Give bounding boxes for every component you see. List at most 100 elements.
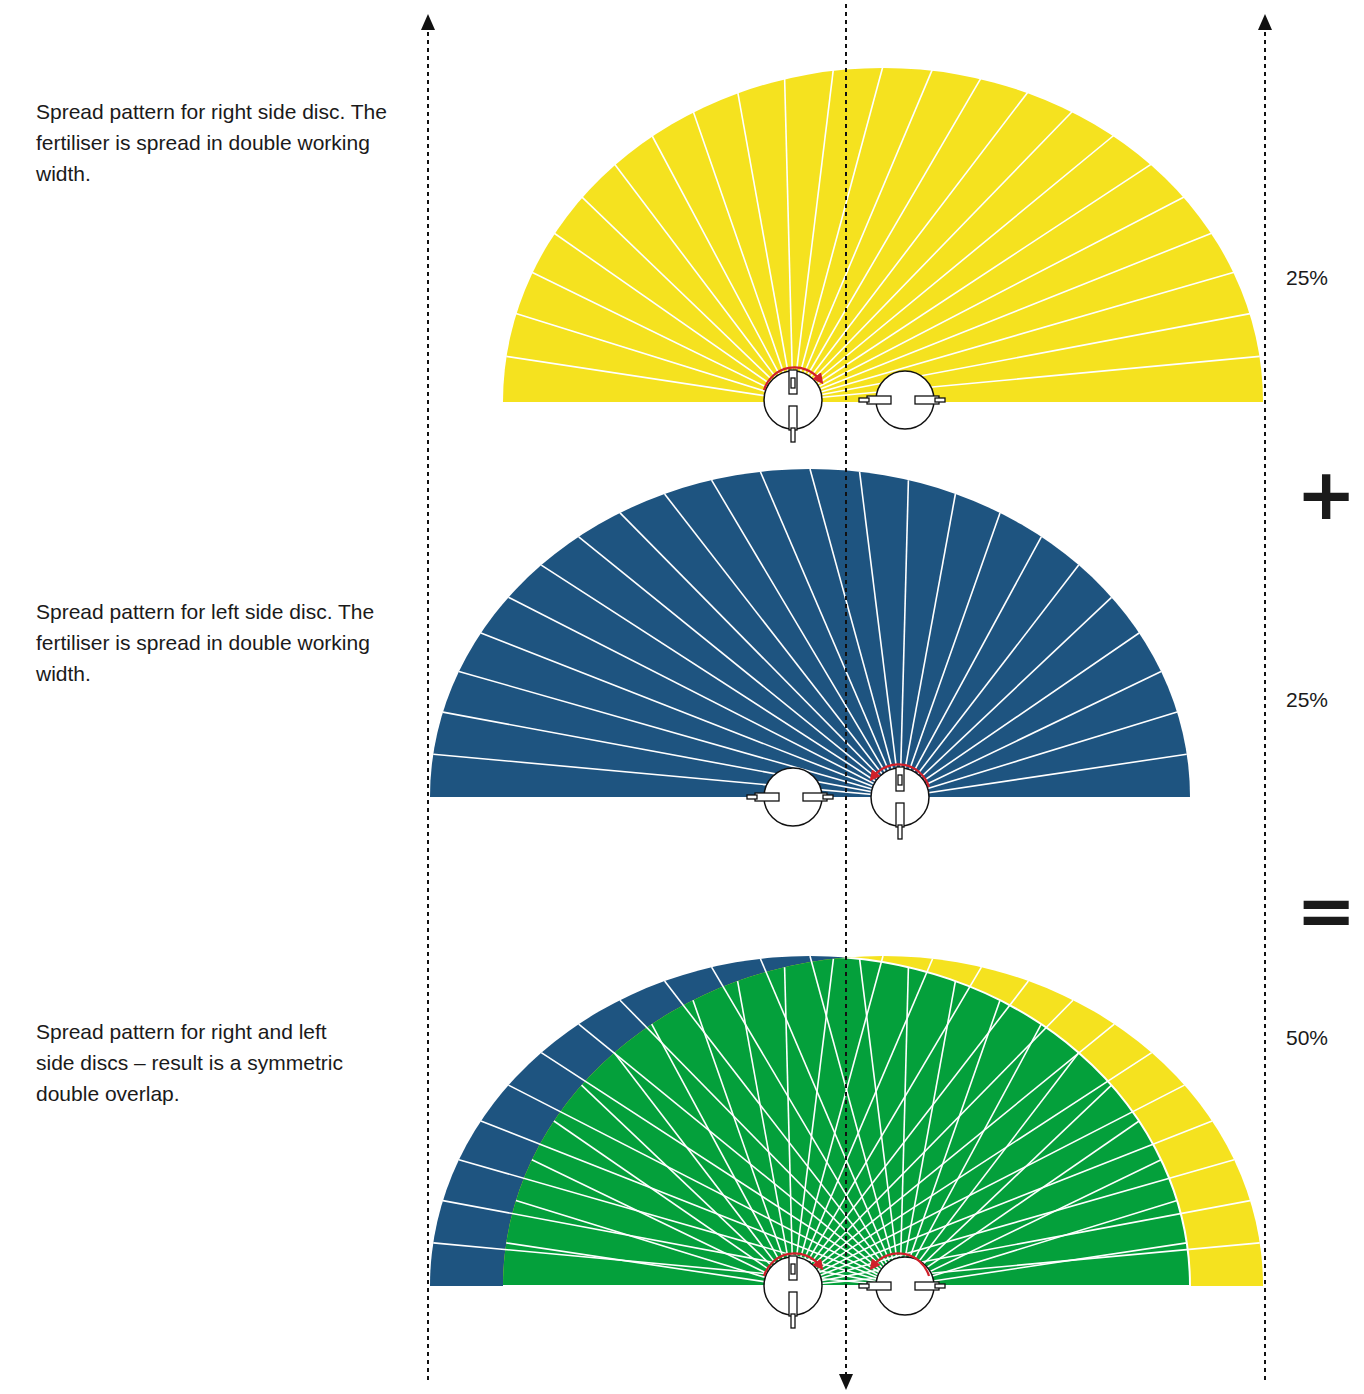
spread-ray: [793, 135, 1114, 400]
vane: [898, 825, 902, 839]
spread-ray: [810, 469, 900, 797]
spread-ray: [620, 513, 900, 797]
vane: [867, 396, 891, 404]
spread-ray: [443, 712, 900, 797]
spread-ray: [693, 1000, 793, 1286]
spinner-disc: [747, 768, 833, 826]
spread-ray: [900, 597, 1112, 797]
spread-ray: [579, 537, 900, 797]
vane: [789, 370, 797, 394]
vane: [789, 1292, 797, 1316]
spread-ray: [620, 1000, 900, 1286]
disc-body: [764, 1257, 822, 1315]
spread-ray: [900, 633, 1139, 797]
spread-ray: [516, 314, 793, 400]
spread-ray: [738, 91, 793, 400]
spread-ray: [693, 111, 793, 400]
spread-ray: [793, 111, 1073, 400]
spread-ray: [900, 480, 908, 797]
spread-ray: [793, 233, 1212, 400]
equals-sign: =: [1296, 874, 1356, 946]
vane: [755, 793, 779, 801]
spread-ray: [900, 1201, 1177, 1286]
spread-ray: [652, 135, 793, 400]
blue-fan: [430, 469, 1190, 797]
spread-ray: [900, 712, 1177, 797]
spread-ray: [900, 1053, 1079, 1286]
spread-ray: [793, 272, 1234, 400]
spread-ray: [712, 967, 900, 1286]
spread-ray: [554, 1121, 793, 1286]
vane: [791, 1264, 795, 1274]
vane: [791, 428, 795, 442]
spread-ray: [860, 472, 900, 797]
spread-ray: [900, 967, 908, 1286]
spread-ray: [443, 1201, 900, 1286]
spread-ray: [579, 1024, 900, 1286]
spread-ray: [793, 1201, 1250, 1286]
vane: [823, 795, 833, 799]
vane: [859, 1284, 869, 1288]
spread-ray: [614, 164, 793, 400]
spread-ray: [459, 672, 900, 798]
spread-ray: [793, 1121, 1212, 1286]
spread-ray: [614, 1053, 793, 1286]
spread-ray: [459, 1160, 900, 1286]
vane: [867, 1282, 891, 1290]
spread-ray: [665, 494, 900, 797]
share-percentage: 50%: [1286, 1025, 1328, 1051]
spread-ray: [785, 967, 793, 1286]
disc-body: [764, 371, 822, 429]
spread-ray: [900, 1085, 1112, 1286]
description-text: Spread pattern for left side disc. The f…: [36, 596, 408, 689]
vane: [935, 398, 945, 402]
vane: [896, 803, 904, 827]
spinner-disc: [859, 1257, 945, 1315]
description-text: Spread pattern for right side disc. The …: [36, 96, 408, 189]
spread-ray: [793, 356, 1260, 400]
spread-ray: [900, 513, 1000, 797]
spread-ray: [793, 69, 933, 400]
vane: [898, 775, 902, 785]
yellow-fan: [503, 68, 1263, 402]
spread-ray: [900, 565, 1079, 797]
spinner-disc: [859, 371, 945, 429]
spread-ray: [810, 956, 900, 1286]
overlap-fan: [430, 956, 1190, 1286]
vane: [791, 378, 795, 388]
direction-arrowheads: [421, 14, 1272, 1390]
spinner-disc: [871, 767, 929, 839]
working-width-lines: [428, 4, 1265, 1380]
vane: [747, 795, 757, 799]
spread-ray: [665, 981, 900, 1286]
spread-ray: [532, 272, 793, 400]
plus-sign: +: [1296, 458, 1356, 530]
spread-ray: [793, 1024, 1114, 1286]
spread-ray: [785, 77, 793, 400]
spread-ray: [900, 754, 1187, 797]
share-percentage: 25%: [1286, 687, 1328, 713]
spread-ray: [554, 233, 793, 400]
spread-ray: [900, 1024, 1041, 1286]
spread-ray: [760, 472, 900, 797]
spread-ray: [900, 1000, 1000, 1286]
spread-ray: [900, 1243, 1187, 1286]
share-percentage: 25%: [1286, 265, 1328, 291]
vane: [859, 398, 869, 402]
vane: [789, 1256, 797, 1280]
vane: [789, 406, 797, 430]
vane: [896, 767, 904, 791]
description-text: Spread pattern for right and left side d…: [36, 1016, 366, 1109]
vane: [791, 1314, 795, 1328]
spinner-disc: [764, 1256, 822, 1328]
disc-body: [871, 768, 929, 826]
spread-ray: [793, 314, 1250, 400]
spread-ray: [900, 537, 1041, 797]
spread-ray: [760, 959, 900, 1286]
spinner-discs: [747, 370, 945, 1328]
spread-ray: [532, 1160, 793, 1286]
spread-ray: [860, 959, 900, 1286]
spinner-disc: [764, 370, 822, 442]
vane: [935, 1284, 945, 1288]
